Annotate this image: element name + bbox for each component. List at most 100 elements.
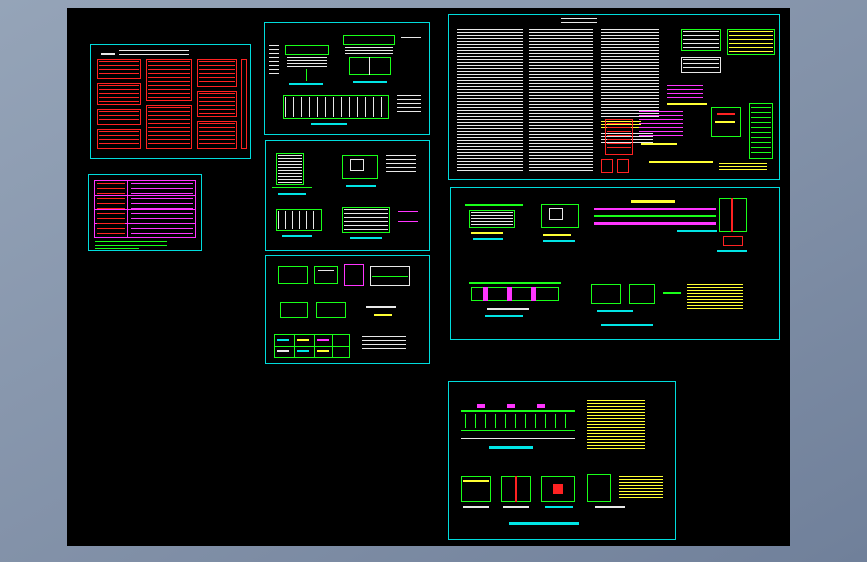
wall-section bbox=[276, 153, 304, 185]
annotation bbox=[463, 480, 489, 482]
detail-caption bbox=[677, 230, 717, 232]
table-row-line bbox=[274, 346, 350, 347]
sheet-canopy-details bbox=[448, 381, 676, 540]
detail-caption bbox=[289, 83, 323, 85]
detail-outline bbox=[617, 159, 629, 173]
table-cell-text bbox=[297, 350, 309, 352]
spec-text bbox=[148, 107, 190, 147]
sheet-material-schedule bbox=[88, 174, 202, 251]
margin-notes bbox=[269, 45, 279, 75]
detail-caption bbox=[601, 324, 653, 326]
dimension-line bbox=[401, 37, 421, 38]
hatch-pattern bbox=[471, 212, 513, 226]
section-box bbox=[349, 57, 391, 75]
long-member-line bbox=[594, 215, 716, 217]
title-block-strip bbox=[241, 59, 247, 149]
detail-caption bbox=[545, 506, 573, 508]
rafter-lines bbox=[465, 414, 571, 428]
mini-table bbox=[727, 29, 775, 55]
detail-annotation bbox=[639, 111, 683, 139]
sheet-section-details-3 bbox=[265, 255, 430, 364]
elevation-outline bbox=[283, 95, 389, 119]
dimension-text bbox=[543, 234, 571, 236]
inner-line bbox=[717, 113, 735, 115]
detail-outline bbox=[605, 119, 633, 155]
highlighted-note bbox=[719, 163, 767, 171]
detail-outline bbox=[719, 198, 747, 232]
detail-outline bbox=[471, 287, 559, 301]
detail-outline bbox=[461, 476, 491, 502]
canopy-bottom-line bbox=[461, 430, 575, 431]
beam-outline bbox=[285, 45, 329, 55]
drawing-canvas[interactable] bbox=[67, 8, 790, 546]
spec-text bbox=[199, 93, 235, 115]
sheet-section-details-2 bbox=[265, 140, 430, 251]
annotation bbox=[487, 308, 529, 310]
spec-text bbox=[99, 111, 139, 123]
dimension-line bbox=[398, 211, 418, 212]
sheet-title-text bbox=[561, 18, 597, 24]
spec-text bbox=[148, 61, 190, 99]
detail-outline bbox=[587, 474, 611, 502]
spec-cell bbox=[197, 59, 237, 87]
sheet-general-notes bbox=[448, 14, 780, 180]
small-heading bbox=[101, 53, 115, 55]
annotation bbox=[366, 306, 396, 308]
wall-line bbox=[306, 69, 307, 81]
opening bbox=[549, 208, 563, 220]
spec-cell bbox=[146, 59, 192, 101]
detail-caption bbox=[311, 123, 347, 125]
dimension-text bbox=[631, 200, 675, 203]
notes-column bbox=[601, 29, 659, 117]
notes-column bbox=[457, 29, 523, 171]
detail-hatch bbox=[607, 123, 631, 151]
detail-outline bbox=[601, 159, 613, 173]
detail-caption bbox=[463, 506, 489, 508]
detail-outline bbox=[541, 204, 579, 228]
center-line bbox=[731, 198, 733, 232]
table-column-line bbox=[294, 334, 295, 358]
detail-outline bbox=[541, 476, 575, 502]
stud-mark bbox=[483, 287, 488, 301]
detail-outline bbox=[314, 266, 338, 284]
detail-caption bbox=[485, 315, 523, 317]
detail-annotation bbox=[667, 85, 703, 99]
mini-table-text bbox=[729, 31, 773, 53]
spec-cell bbox=[97, 59, 141, 79]
table-column-line bbox=[314, 334, 315, 358]
detail-outline bbox=[280, 302, 308, 318]
spec-cell bbox=[197, 91, 237, 117]
fixing-mark bbox=[477, 404, 485, 408]
roof-outline bbox=[343, 35, 395, 45]
annotation bbox=[649, 161, 713, 163]
spec-cell bbox=[146, 105, 192, 149]
detail-outline bbox=[749, 103, 773, 159]
detail-caption bbox=[473, 238, 503, 240]
hatch-pattern bbox=[278, 155, 302, 183]
detail-outline bbox=[316, 302, 346, 318]
mini-table-text bbox=[683, 31, 719, 49]
annotation bbox=[667, 103, 707, 105]
long-member-line bbox=[594, 222, 716, 225]
annotation bbox=[715, 121, 735, 123]
anchor-mark bbox=[553, 484, 563, 494]
detail-caption bbox=[353, 81, 387, 83]
footnote-text bbox=[95, 248, 139, 249]
spec-text bbox=[199, 123, 235, 147]
detail-hatch bbox=[751, 107, 771, 155]
table-cell-text bbox=[277, 350, 289, 352]
detail-outline bbox=[469, 210, 515, 228]
inner-line bbox=[318, 270, 334, 271]
inner-line bbox=[372, 276, 408, 277]
detail-caption bbox=[278, 193, 306, 195]
canopy-top-line bbox=[461, 410, 575, 412]
detail-outline bbox=[370, 266, 410, 286]
footnote-text bbox=[95, 241, 167, 246]
plan-outline bbox=[342, 155, 378, 179]
detail-outline bbox=[278, 266, 308, 284]
detail-caption bbox=[282, 235, 312, 237]
sheet-caption bbox=[509, 522, 579, 525]
dimension-line bbox=[461, 438, 575, 439]
side-notes bbox=[362, 336, 406, 350]
